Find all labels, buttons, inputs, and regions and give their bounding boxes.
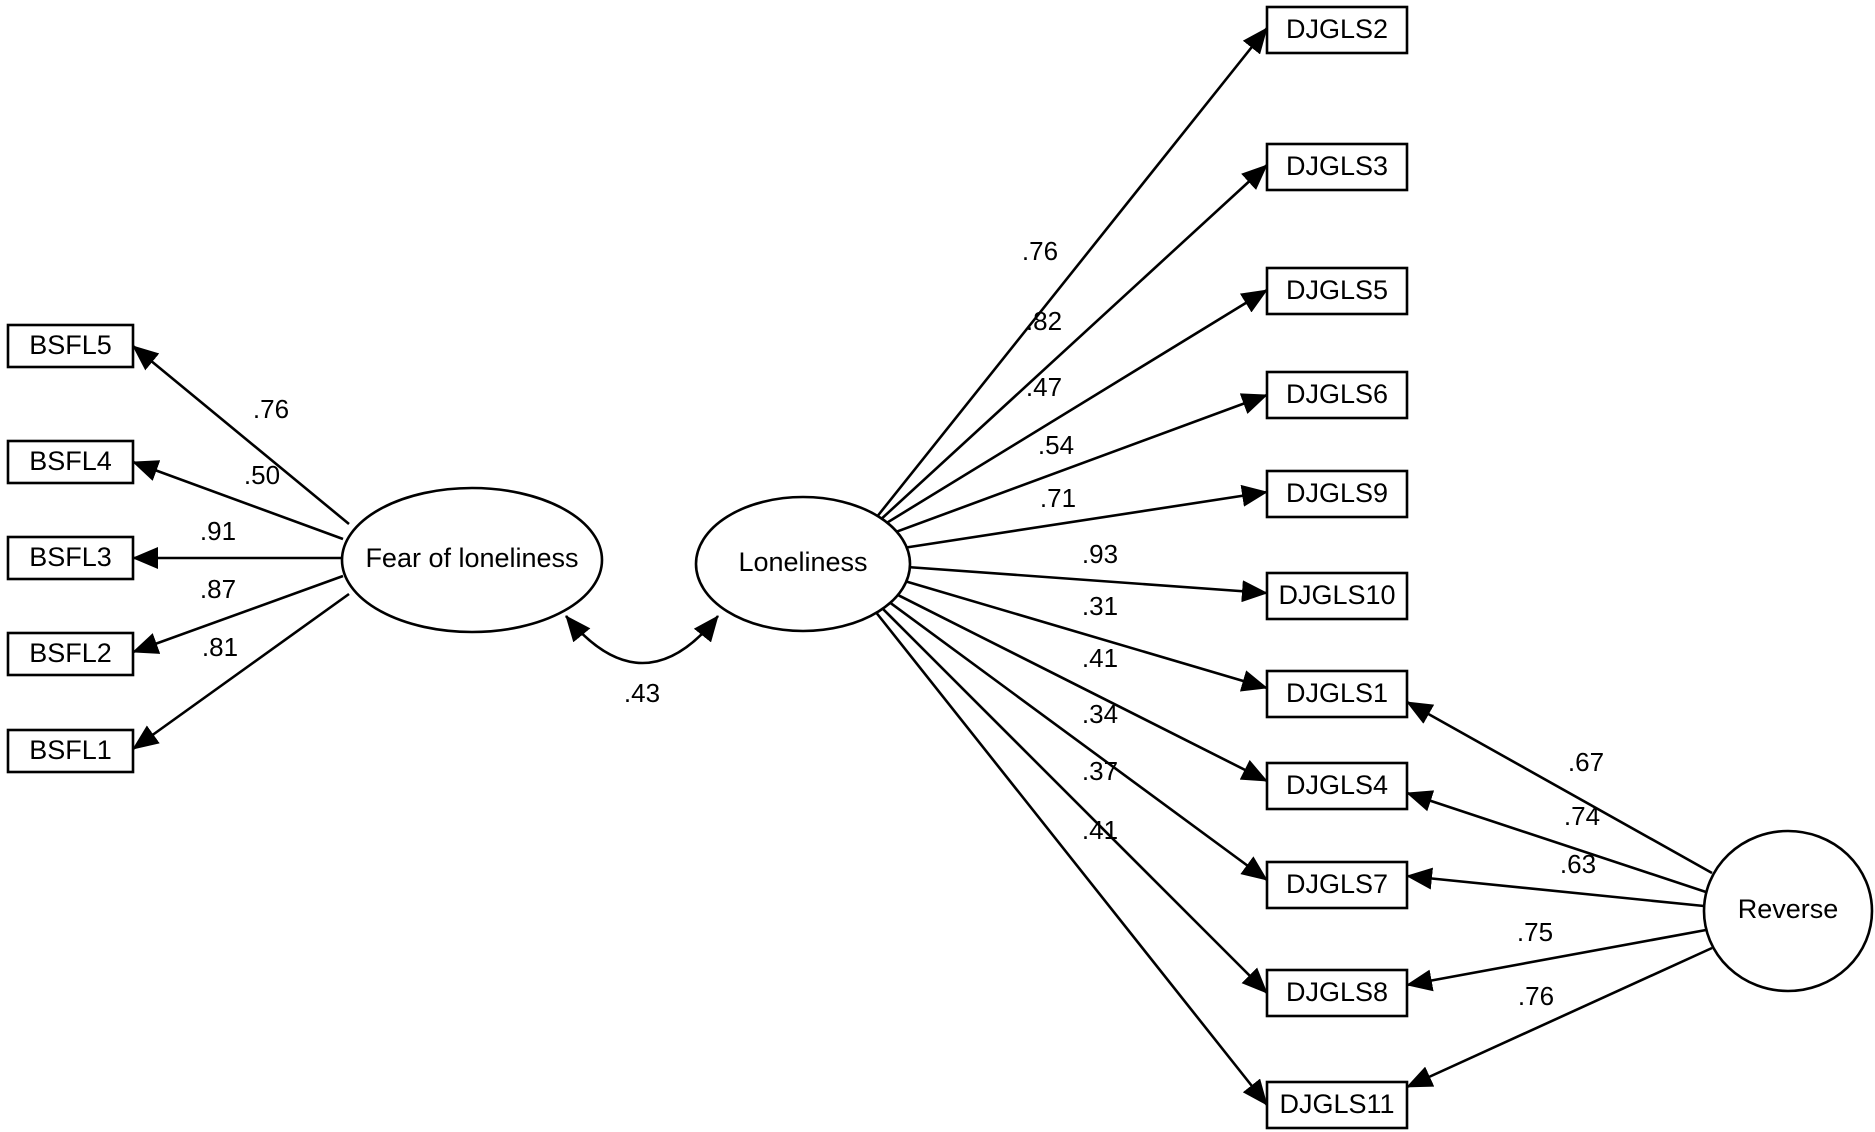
path-lone-to-djgls9	[889, 484, 1268, 552]
covariance-arc	[564, 615, 720, 665]
indicator-box-djgls11	[1265, 1080, 1409, 1130]
indicator-label-djgls11: DJGLS11	[1279, 1089, 1394, 1119]
indicator-box-djgls5	[1265, 266, 1409, 316]
loading-label-bsfl2: .87	[200, 574, 236, 604]
indicator-label-bsfl3: BSFL3	[29, 542, 112, 572]
indicator-label-djgls1: DJGLS1	[1286, 678, 1388, 708]
indicator-box-bsfl2	[6, 631, 135, 677]
indicator-box-djgls6	[1265, 370, 1409, 420]
loading-label-djgls9: .71	[1040, 483, 1076, 513]
indicator-box-djgls8	[1265, 968, 1409, 1018]
indicator-box-djgls2	[1265, 5, 1409, 55]
latent-label-fear: Fear of loneliness	[365, 543, 578, 573]
latent-label-lone: Loneliness	[738, 547, 867, 577]
indicator-box-djgls7	[1265, 860, 1409, 910]
indicator-box-djgls9	[1265, 469, 1409, 519]
path-lone-to-djgls1	[890, 575, 1268, 692]
path-rev-to-djgls11	[1406, 946, 1713, 1089]
indicator-label-djgls6: DJGLS6	[1286, 379, 1388, 409]
path-lone-to-djgls11	[869, 605, 1269, 1106]
loading-label-djgls5: .47	[1026, 372, 1062, 402]
path-lone-to-djgls4	[885, 587, 1268, 783]
loading-label-bsfl5: .76	[253, 394, 289, 424]
loading-label-djgls4-reverse: .74	[1564, 801, 1600, 831]
path-lone-to-djgls6	[884, 393, 1268, 538]
latent-ellipse-rev	[1702, 829, 1874, 993]
indicator-label-djgls8: DJGLS8	[1286, 977, 1388, 1007]
indicator-box-djgls10	[1265, 571, 1409, 621]
path-fear-to-bsfl5	[132, 344, 350, 526]
indicator-label-djgls9: DJGLS9	[1286, 478, 1388, 508]
latent-ellipse-fear	[340, 486, 604, 634]
loading-label-bsfl4: .50	[244, 460, 280, 490]
loading-label-djgls7-reverse: .63	[1560, 849, 1596, 879]
loading-label-djgls10: .93	[1082, 539, 1118, 569]
indicator-label-djgls7: DJGLS7	[1286, 869, 1388, 899]
path-lone-to-djgls8	[875, 601, 1268, 994]
loading-label-djgls1: .31	[1082, 591, 1118, 621]
indicator-label-djgls10: DJGLS10	[1278, 580, 1395, 610]
loading-label-djgls3: .82	[1026, 306, 1062, 336]
path-fear-to-bsfl1	[132, 592, 350, 751]
loading-label-djgls11-reverse: .76	[1518, 981, 1554, 1011]
indicator-label-djgls2: DJGLS2	[1286, 14, 1388, 44]
loading-label-bsfl3: .91	[200, 516, 236, 546]
indicator-box-bsfl3	[6, 535, 135, 581]
indicator-label-bsfl5: BSFL5	[29, 330, 112, 360]
indicator-box-djgls1	[1265, 669, 1409, 719]
indicator-label-djgls3: DJGLS3	[1286, 151, 1388, 181]
path-lone-to-djgls5	[879, 288, 1268, 529]
paths-layer	[132, 27, 1713, 1106]
path-lone-to-djgls10	[892, 564, 1268, 603]
path-lone-to-djgls7	[880, 594, 1268, 882]
path-fear-to-bsfl4	[132, 460, 344, 541]
loading-label-djgls8: .37	[1082, 756, 1118, 786]
loading-label-djgls7: .34	[1082, 699, 1118, 729]
covariance-label: .43	[624, 678, 660, 708]
indicator-box-bsfl4	[6, 439, 135, 485]
loading-label-djgls8-reverse: .75	[1517, 917, 1553, 947]
loading-label-djgls2: .76	[1022, 236, 1058, 266]
indicator-label-bsfl1: BSFL1	[29, 735, 112, 765]
path-rev-to-djgls1	[1406, 700, 1713, 875]
indicator-label-bsfl2: BSFL2	[29, 638, 112, 668]
path-rev-to-djgls4	[1406, 790, 1707, 894]
latent-ellipse-lone	[694, 495, 912, 633]
indicator-box-bsfl5	[6, 323, 135, 369]
path-lone-to-djgls2	[874, 27, 1269, 519]
path-fear-to-bsfl2	[132, 574, 344, 654]
loading-label-djgls1-reverse: .67	[1568, 747, 1604, 777]
loading-label-djgls11: .41	[1082, 815, 1118, 845]
path-rev-to-djgls8	[1406, 928, 1707, 992]
path-rev-to-djgls7	[1406, 867, 1705, 908]
indicator-box-bsfl1	[6, 728, 135, 774]
indicator-label-bsfl4: BSFL4	[29, 446, 112, 476]
coefficients-layer: .76 .50 .91 .87 .81 .76 .82 .47 .54 .71.93 .31 .41.…	[200, 236, 1604, 1011]
loading-label-djgls4: .41	[1082, 643, 1118, 673]
indicator-box-djgls4	[1265, 761, 1409, 811]
latent-label-rev: Reverse	[1738, 894, 1839, 924]
loading-label-djgls6: .54	[1038, 430, 1074, 460]
indicator-label-djgls4: DJGLS4	[1286, 770, 1388, 800]
loading-label-bsfl1: .81	[202, 632, 238, 662]
path-lone-to-djgls3	[877, 164, 1268, 523]
indicator-label-djgls5: DJGLS5	[1286, 275, 1388, 305]
indicator-box-djgls3	[1265, 142, 1409, 192]
